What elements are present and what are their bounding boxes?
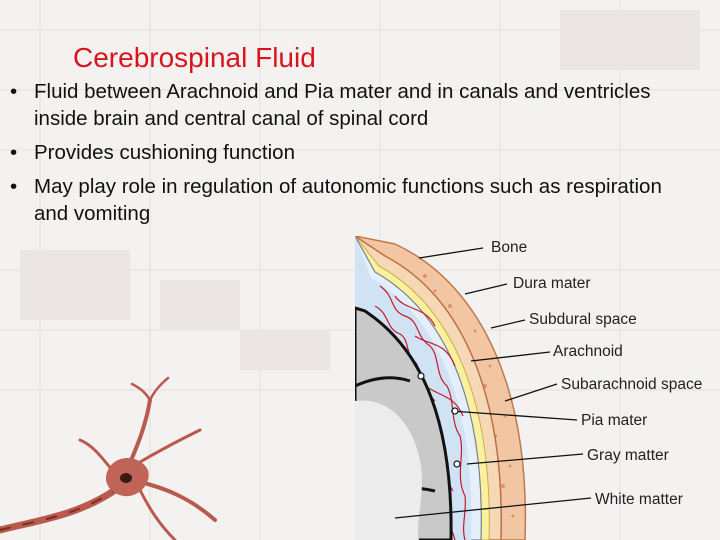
bullet-text: Fluid between Arachnoid and Pia mater an… (34, 80, 651, 130)
bullet-item: • May play role in regulation of autonom… (8, 173, 688, 227)
label-gray-matter: Gray matter (587, 447, 669, 464)
label-arachnoid: Arachnoid (553, 343, 623, 360)
bullet-mark: • (10, 175, 18, 198)
bullet-text: Provides cushioning function (34, 141, 295, 164)
label-dura-mater: Dura mater (513, 275, 591, 292)
bullet-mark: • (10, 80, 18, 103)
bullet-list: • Fluid between Arachnoid and Pia mater … (8, 78, 688, 234)
label-subarachnoid-space: Subarachnoid space (561, 376, 702, 393)
bullet-item: • Fluid between Arachnoid and Pia mater … (8, 78, 688, 132)
neuron-illustration (0, 376, 217, 540)
slide-title: Cerebrospinal Fluid (73, 42, 316, 73)
label-bone: Bone (491, 239, 527, 256)
bullet-text: May play role in regulation of autonomic… (34, 175, 662, 225)
bullet-item: • Provides cushioning function (8, 139, 688, 166)
meninges-diagram: Bone Dura mater Subdural space Arachnoid… (355, 236, 702, 540)
bullet-mark: • (10, 141, 18, 164)
leader-lines (394, 247, 592, 519)
label-white-matter: White matter (595, 491, 683, 508)
white-matter (355, 400, 422, 540)
label-subdural-space: Subdural space (529, 311, 637, 328)
label-pia-mater: Pia mater (581, 412, 647, 429)
